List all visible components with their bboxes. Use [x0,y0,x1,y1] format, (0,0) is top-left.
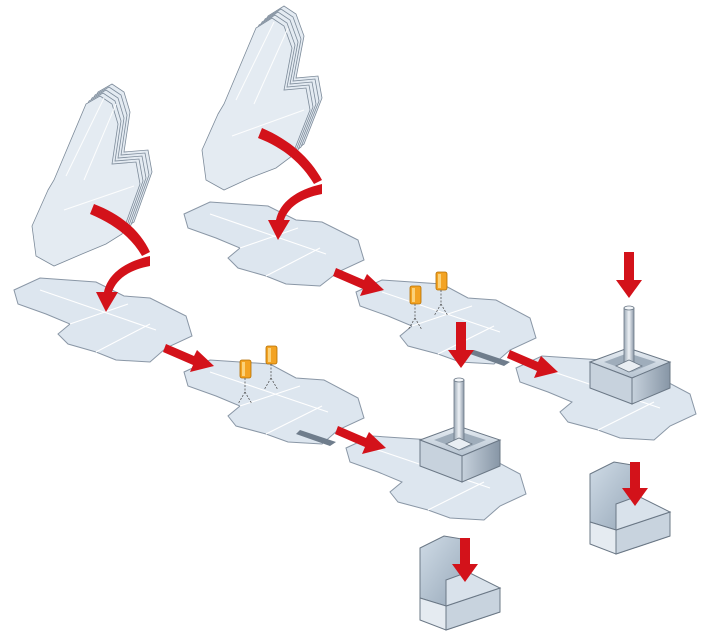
red-arrow-icon [448,322,474,368]
flat-blank-front-2 [183,359,365,446]
flat-blank-back-1 [183,201,365,287]
flat-blank-back-2 [355,279,537,366]
process-arrows [90,128,648,582]
glue-nozzle-icon [237,359,253,405]
red-arrow-icon [90,204,150,256]
press-ram-icon [615,305,643,373]
red-arrow-icon [333,268,384,296]
press-station-front [418,377,502,483]
press-station-back [588,305,672,405]
glue-nozzle-icon [407,285,423,331]
glue-applicators-back [407,271,449,331]
red-arrow-icon [96,256,150,312]
red-arrow-icon [258,128,322,184]
red-arrow-icon [268,184,322,240]
red-arrow-icon [622,462,648,506]
folded-tray-back [589,461,672,555]
red-arrow-icon [163,344,214,372]
folded-tray-front [419,535,502,631]
blank-stack-front [31,83,153,267]
red-arrow-icon [335,426,386,454]
flat-blank-front-1 [13,277,193,363]
red-arrow-icon [452,538,478,582]
glue-nozzle-icon [433,271,449,317]
press-ram-icon [445,377,473,451]
glue-applicators-front [237,345,279,405]
red-arrow-icon [616,252,642,298]
red-arrow-icon [507,350,558,378]
glue-nozzle-icon [263,345,279,391]
